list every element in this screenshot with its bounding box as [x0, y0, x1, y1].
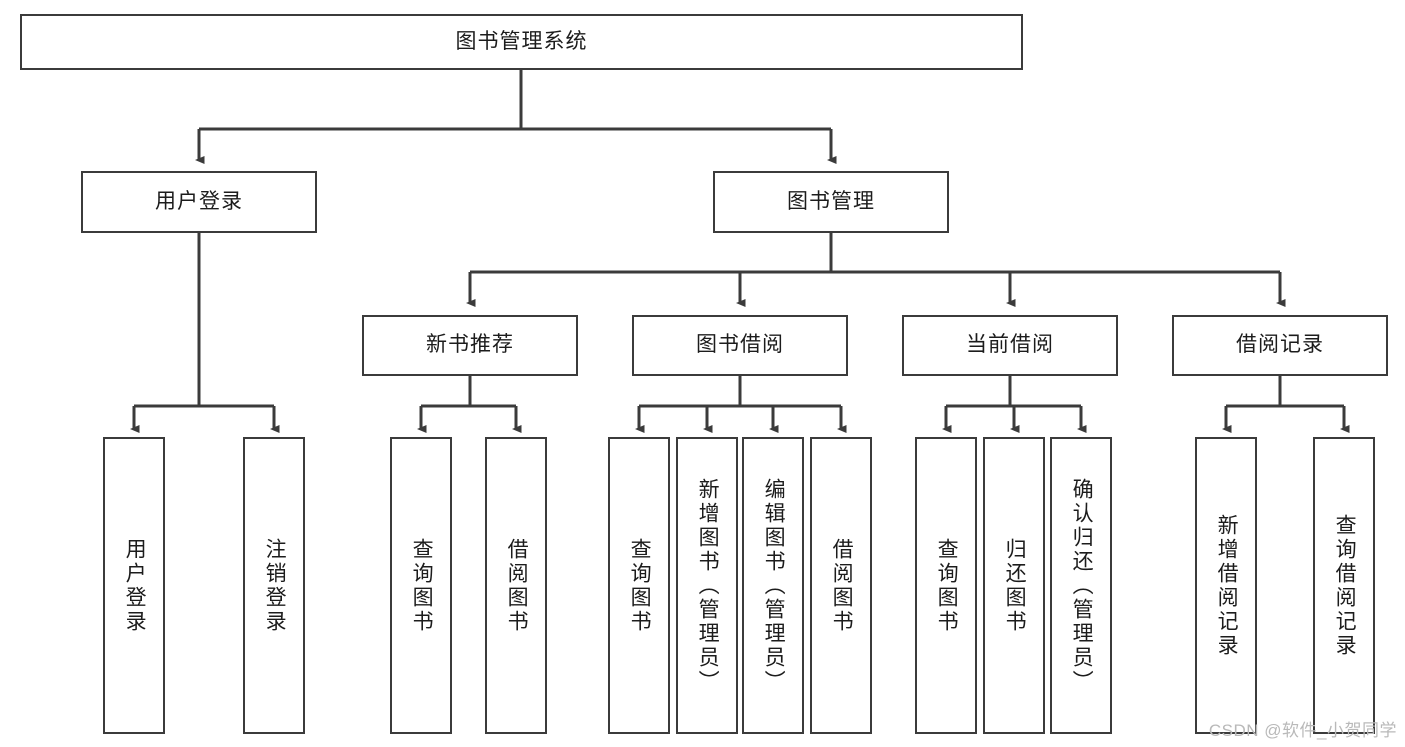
node-leaf-confirm-return[interactable]: 确认归还（管理员）: [1050, 437, 1112, 734]
node-leaf-query-book-1[interactable]: 查询图书: [390, 437, 452, 734]
node-leaf-query-book-3[interactable]: 查询图书: [915, 437, 977, 734]
node-label: 借阅图书: [830, 537, 854, 634]
node-label: 新增图书（管理员）: [696, 477, 720, 694]
node-leaf-borrow-book-1[interactable]: 借阅图书: [485, 437, 547, 734]
node-borrow-record[interactable]: 借阅记录: [1172, 315, 1388, 376]
node-label: 编辑图书（管理员）: [762, 477, 786, 694]
node-user-login[interactable]: 用户登录: [81, 171, 317, 233]
node-leaf-add-book[interactable]: 新增图书（管理员）: [676, 437, 738, 734]
node-current-borrow[interactable]: 当前借阅: [902, 315, 1118, 376]
node-leaf-return-book[interactable]: 归还图书: [983, 437, 1045, 734]
node-label: 用户登录: [155, 189, 243, 213]
node-leaf-edit-book[interactable]: 编辑图书（管理员）: [742, 437, 804, 734]
node-label: 归还图书: [1003, 537, 1027, 634]
node-label: 借阅记录: [1236, 333, 1324, 357]
node-book-borrow[interactable]: 图书借阅: [632, 315, 848, 376]
node-book-management[interactable]: 图书管理: [713, 171, 949, 233]
node-leaf-logout-login[interactable]: 注销登录: [243, 437, 305, 734]
node-new-book-recommend[interactable]: 新书推荐: [362, 315, 578, 376]
node-label: 图书管理: [787, 189, 875, 213]
node-leaf-user-login[interactable]: 用户登录: [103, 437, 165, 734]
node-label: 新书推荐: [426, 333, 514, 357]
node-leaf-borrow-book-2[interactable]: 借阅图书: [810, 437, 872, 734]
node-label: 新增借阅记录: [1215, 513, 1239, 658]
node-label: 借阅图书: [505, 537, 529, 634]
node-label: 图书借阅: [696, 333, 784, 357]
node-label: 图书管理系统: [455, 29, 588, 53]
node-label: 用户登录: [123, 537, 147, 634]
node-label: 查询图书: [410, 537, 434, 634]
node-leaf-add-borrow-record[interactable]: 新增借阅记录: [1195, 437, 1257, 734]
node-book-management-system[interactable]: 图书管理系统: [20, 14, 1023, 70]
node-label: 查询图书: [628, 537, 652, 634]
node-label: 注销登录: [263, 537, 287, 634]
node-label: 查询借阅记录: [1333, 513, 1357, 658]
node-leaf-query-borrow-record[interactable]: 查询借阅记录: [1313, 437, 1375, 734]
node-label: 查询图书: [935, 537, 959, 634]
node-label: 当前借阅: [966, 333, 1054, 357]
node-leaf-query-book-2[interactable]: 查询图书: [608, 437, 670, 734]
node-label: 确认归还（管理员）: [1070, 477, 1094, 694]
